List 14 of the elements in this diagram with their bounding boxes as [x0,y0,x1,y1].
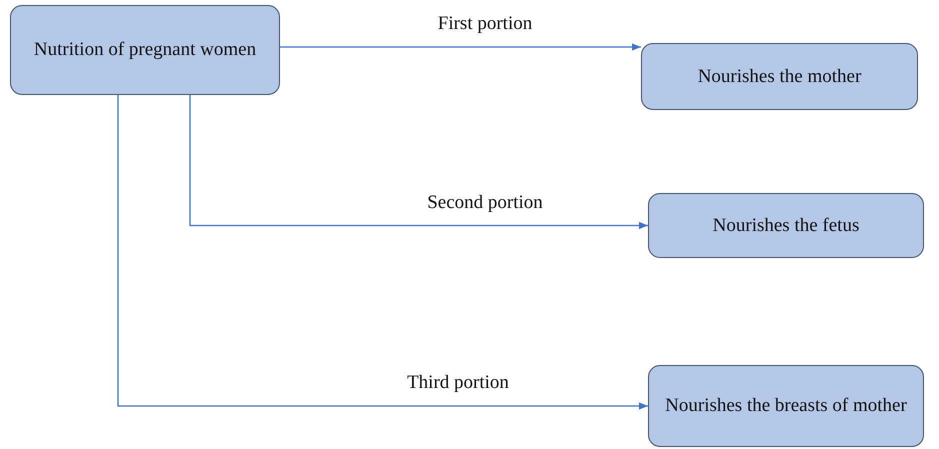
node-text: Nutrition of pregnant women [34,38,256,62]
arrow [280,43,641,51]
arrow [189,95,648,230]
process-box [10,5,280,95]
arrow [117,95,648,410]
node-text: Nourishes the breasts of mother [665,394,907,418]
process-box [648,193,924,258]
process-box [641,43,918,110]
process-box [648,365,924,447]
node-text: Nourishes the mother [698,64,862,89]
edge-label: First portion [438,13,532,35]
edge-label: Second portion [427,192,543,214]
edge-label: Third portion [407,372,509,394]
node-text: Nourishes the fetus [712,214,860,238]
